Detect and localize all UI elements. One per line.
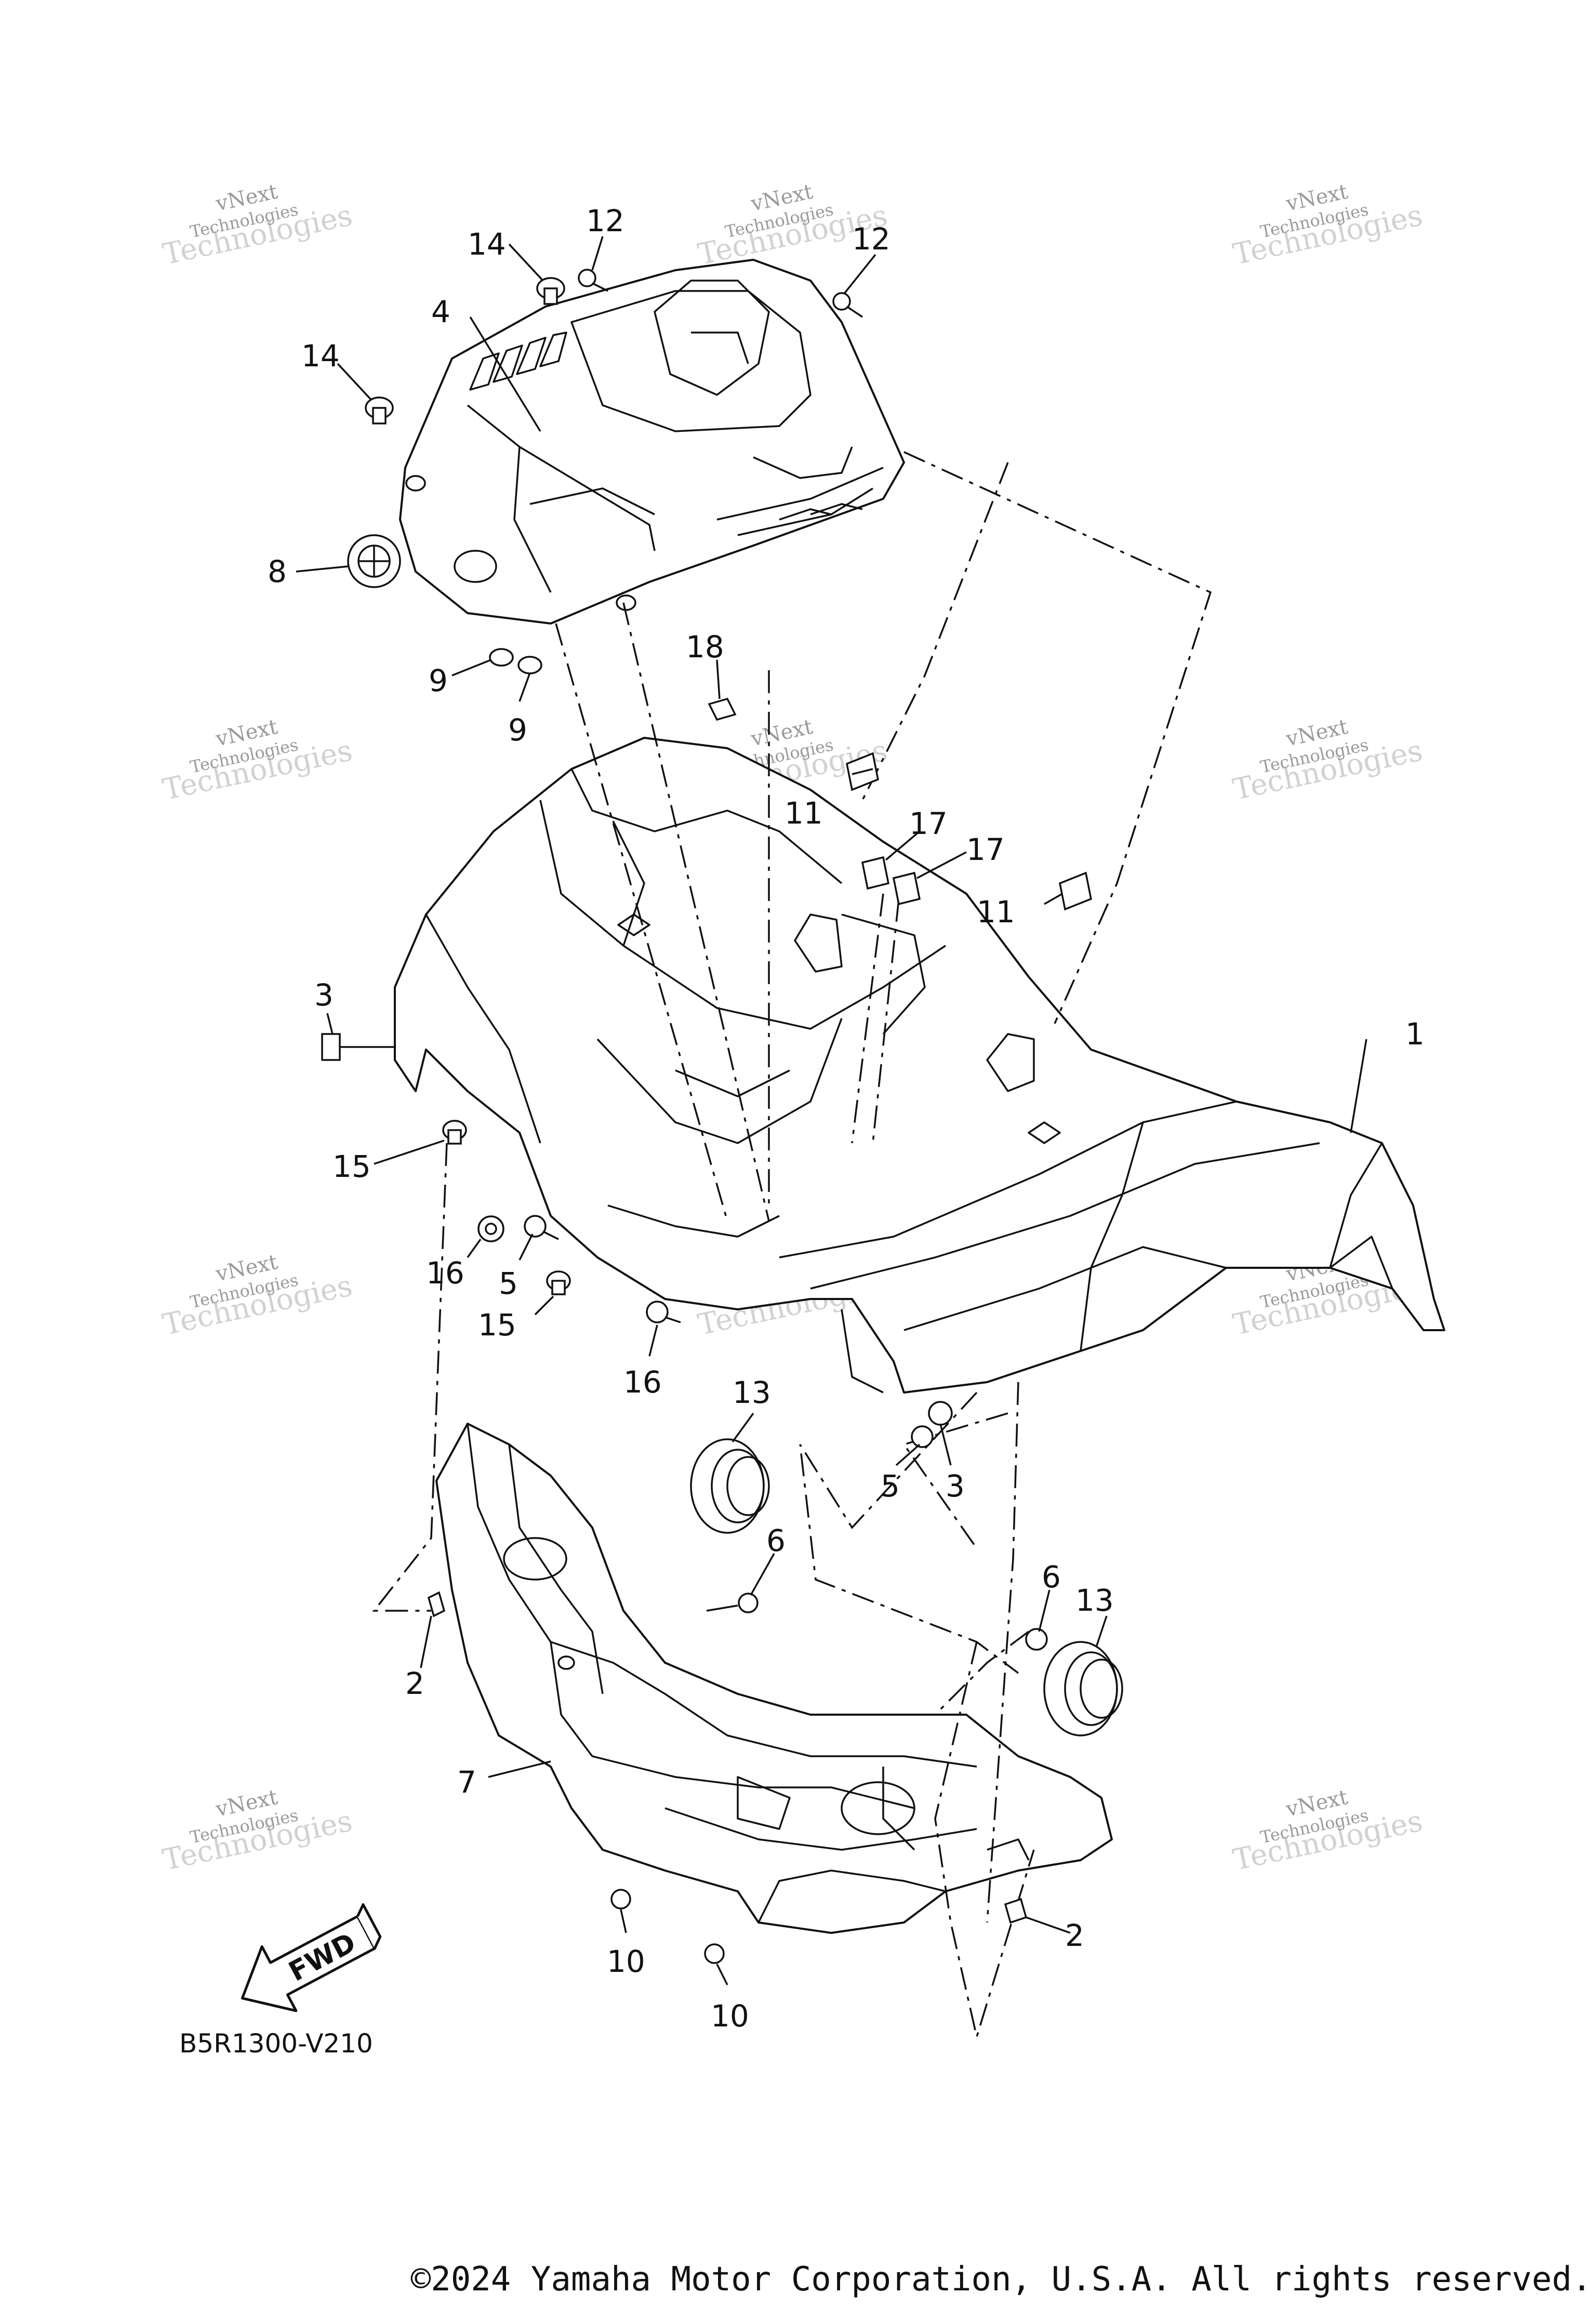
callout: 16 <box>426 1255 464 1291</box>
callout: 8 <box>268 554 287 589</box>
screw-icon <box>578 269 608 292</box>
screw-icon <box>832 292 863 318</box>
clip-icon <box>892 871 921 906</box>
callout: 15 <box>478 1307 516 1343</box>
copyright-notice: ©2024 Yamaha Motor Corporation, U.S.A. A… <box>410 2260 1592 2299</box>
watermark: vNext Technologies Technologies <box>160 1250 355 1342</box>
nut-icon <box>365 396 394 425</box>
nut-icon <box>536 277 565 305</box>
clip-icon <box>427 1591 446 1617</box>
pin-icon <box>706 1593 759 1613</box>
grommet-icon <box>347 534 401 588</box>
callout: 3 <box>946 1468 965 1504</box>
front-fender-part-1 <box>394 737 1445 1394</box>
bellows-icon <box>690 1438 770 1534</box>
bellows-icon <box>1043 1641 1123 1736</box>
watermark: vNext Technologies Technologies <box>695 180 890 272</box>
watermark: vNext Technologies Technologies <box>160 180 355 272</box>
screw-icon <box>524 1215 559 1240</box>
vent-grill-icon <box>469 332 567 391</box>
bolt-icon <box>321 1033 395 1061</box>
callout: 13 <box>733 1375 771 1410</box>
callout: 2 <box>1065 1918 1084 1953</box>
clip-icon <box>708 697 737 721</box>
fwd-arrow-icon: FWD <box>241 1903 382 2012</box>
callout: 5 <box>881 1468 900 1504</box>
callout: 3 <box>314 977 334 1013</box>
screw-icon <box>610 1889 631 1910</box>
upper-panel-part-4 <box>399 259 905 625</box>
callout: 11 <box>784 795 823 831</box>
leader-lines <box>296 236 1367 1985</box>
callout: 12 <box>586 203 624 238</box>
callout: 10 <box>607 1944 645 1979</box>
screw-icon <box>911 1425 934 1448</box>
clip-icon <box>1058 871 1093 911</box>
nut-icon <box>442 1120 467 1145</box>
callout: 15 <box>332 1149 371 1184</box>
callout: 9 <box>508 712 527 748</box>
nut-icon <box>1025 1628 1048 1651</box>
watermark: vNext Technologies Technologies <box>1230 1785 1426 1877</box>
callout: 16 <box>623 1364 662 1400</box>
diagram-code: B5R1300-V210 <box>179 2028 373 2059</box>
screw-icon <box>646 1301 681 1323</box>
callout: 14 <box>468 227 506 262</box>
callout: 13 <box>1075 1583 1114 1618</box>
bolt-icon <box>928 1401 953 1426</box>
callout: 9 <box>429 663 448 698</box>
watermark: vNext Technologies Technologies <box>1230 715 1426 807</box>
callout: 18 <box>686 629 724 665</box>
callout: 11 <box>977 894 1015 930</box>
clip-icon <box>861 856 890 890</box>
washer-icon <box>477 1215 504 1242</box>
callout: 17 <box>909 806 948 841</box>
nut-icon <box>546 1270 571 1295</box>
screw-icon <box>704 1943 725 1964</box>
callout: 7 <box>457 1765 476 1800</box>
callout: 4 <box>431 294 450 329</box>
clip-icon <box>1004 1898 1028 1924</box>
callout: 6 <box>766 1523 786 1558</box>
assembly-lines <box>372 451 1212 2040</box>
washer-icon <box>489 648 514 667</box>
callout: 10 <box>711 1998 749 2034</box>
watermark: vNext Technologies Technologies <box>160 1785 355 1877</box>
callout: 17 <box>966 832 1005 867</box>
watermark: vNext Technologies Technologies <box>160 715 355 807</box>
callout: 1 <box>1405 1016 1425 1052</box>
callout: 12 <box>852 221 890 257</box>
callouts: 1 2 2 3 3 4 5 5 6 6 7 8 9 9 10 10 11 11 … <box>268 203 1425 2034</box>
front-guard-part-7 <box>435 1423 1113 1934</box>
callout: 2 <box>405 1666 424 1701</box>
callout: 6 <box>1042 1559 1061 1595</box>
washer-icon <box>517 656 542 674</box>
callout: 5 <box>499 1266 518 1301</box>
fasteners <box>321 269 1123 1964</box>
watermark: vNext Technologies Technologies <box>1230 180 1426 272</box>
callout: 14 <box>301 338 340 374</box>
